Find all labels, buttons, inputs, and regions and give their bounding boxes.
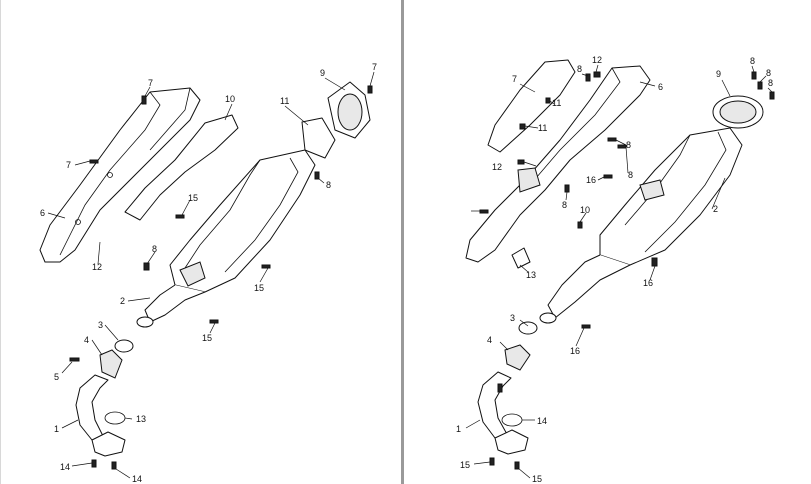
left-callout: 5 [54,372,59,382]
right-callout: 16 [570,346,580,356]
left-leader-lines [47,71,375,479]
right-callout: 16 [643,278,653,288]
right-heat-shield-13 [511,247,531,269]
left-end-cap-9 [327,81,371,139]
right-callout: 15 [532,474,542,484]
right-callout: 11 [552,98,561,108]
left-head-pipe-1 [75,374,126,457]
left-heat-shield-10 [124,114,239,221]
left-clamp-3 [114,339,134,353]
right-callout: 11 [538,123,547,133]
left-callout: 14 [60,462,70,472]
left-callout: 14 [132,474,142,484]
right-clamp-4 [504,344,531,371]
left-callout: 7 [372,62,377,72]
left-callout: 7 [66,160,71,170]
left-callout: 6 [40,208,45,218]
right-callout: 10 [580,205,590,215]
left-bolts [69,85,373,470]
right-callout: 8 [768,78,773,88]
left-clamp-4 [99,349,123,379]
right-callout: 16 [586,175,596,185]
left-callout: 15 [188,193,198,203]
left-callout: 9 [320,68,325,78]
left-heat-shield-6 [39,87,201,263]
right-callout: 7 [512,74,517,84]
right-callout: 8 [766,68,771,78]
right-callouts: 12 7 8 6 9 8 8 11 11 8 8 12 16 8 10 8 2 … [456,55,773,484]
right-callout: 9 [716,69,721,79]
left-callout: 15 [202,333,212,343]
right-callout: 8 [626,140,631,150]
right-heat-shield-7 [487,59,576,153]
left-callouts: 7 9 7 10 11 7 8 6 15 12 8 2 15 15 3 4 5 … [40,62,377,484]
right-callout: 13 [526,270,536,280]
right-callout: 6 [658,82,663,92]
right-end-cap-9 [712,95,764,129]
right-callout: 3 [510,313,515,323]
left-callout: 4 [84,335,89,345]
page-divider [401,0,404,484]
left-callout: 8 [326,180,331,190]
right-callout: 2 [713,204,718,214]
left-heat-shield-11 [301,117,336,159]
right-bolts [479,71,775,470]
right-callout: 8 [562,200,567,210]
right-leader-lines [465,64,773,479]
left-edge-line [0,0,1,484]
right-callout: 1 [456,424,461,434]
right-callout: 14 [537,416,547,426]
right-callout: 4 [487,335,492,345]
right-callout: 8 [628,170,633,180]
right-gasket-14 [501,413,523,427]
right-heat-shield-6 [465,65,651,263]
right-callout: 15 [460,460,470,470]
right-callout: 12 [492,162,502,172]
left-callout: 3 [98,320,103,330]
left-gasket-13 [104,411,126,425]
left-muffler-2 [136,149,316,328]
left-callout: 10 [225,94,235,104]
right-callout: 8 [577,64,582,74]
right-head-pipe-1 [477,371,529,455]
left-callout: 12 [92,262,102,272]
left-callout: 2 [120,296,125,306]
right-clamp-3 [518,321,538,335]
left-callout: 7 [148,78,153,88]
left-callout: 8 [152,244,157,254]
left-callout: 15 [254,283,264,293]
right-callout: 12 [592,55,602,65]
left-callout: 1 [54,424,59,434]
left-callout: 11 [280,96,289,106]
right-muffler-2 [539,127,743,324]
right-callout: 8 [750,56,755,66]
left-callout: 13 [136,414,146,424]
